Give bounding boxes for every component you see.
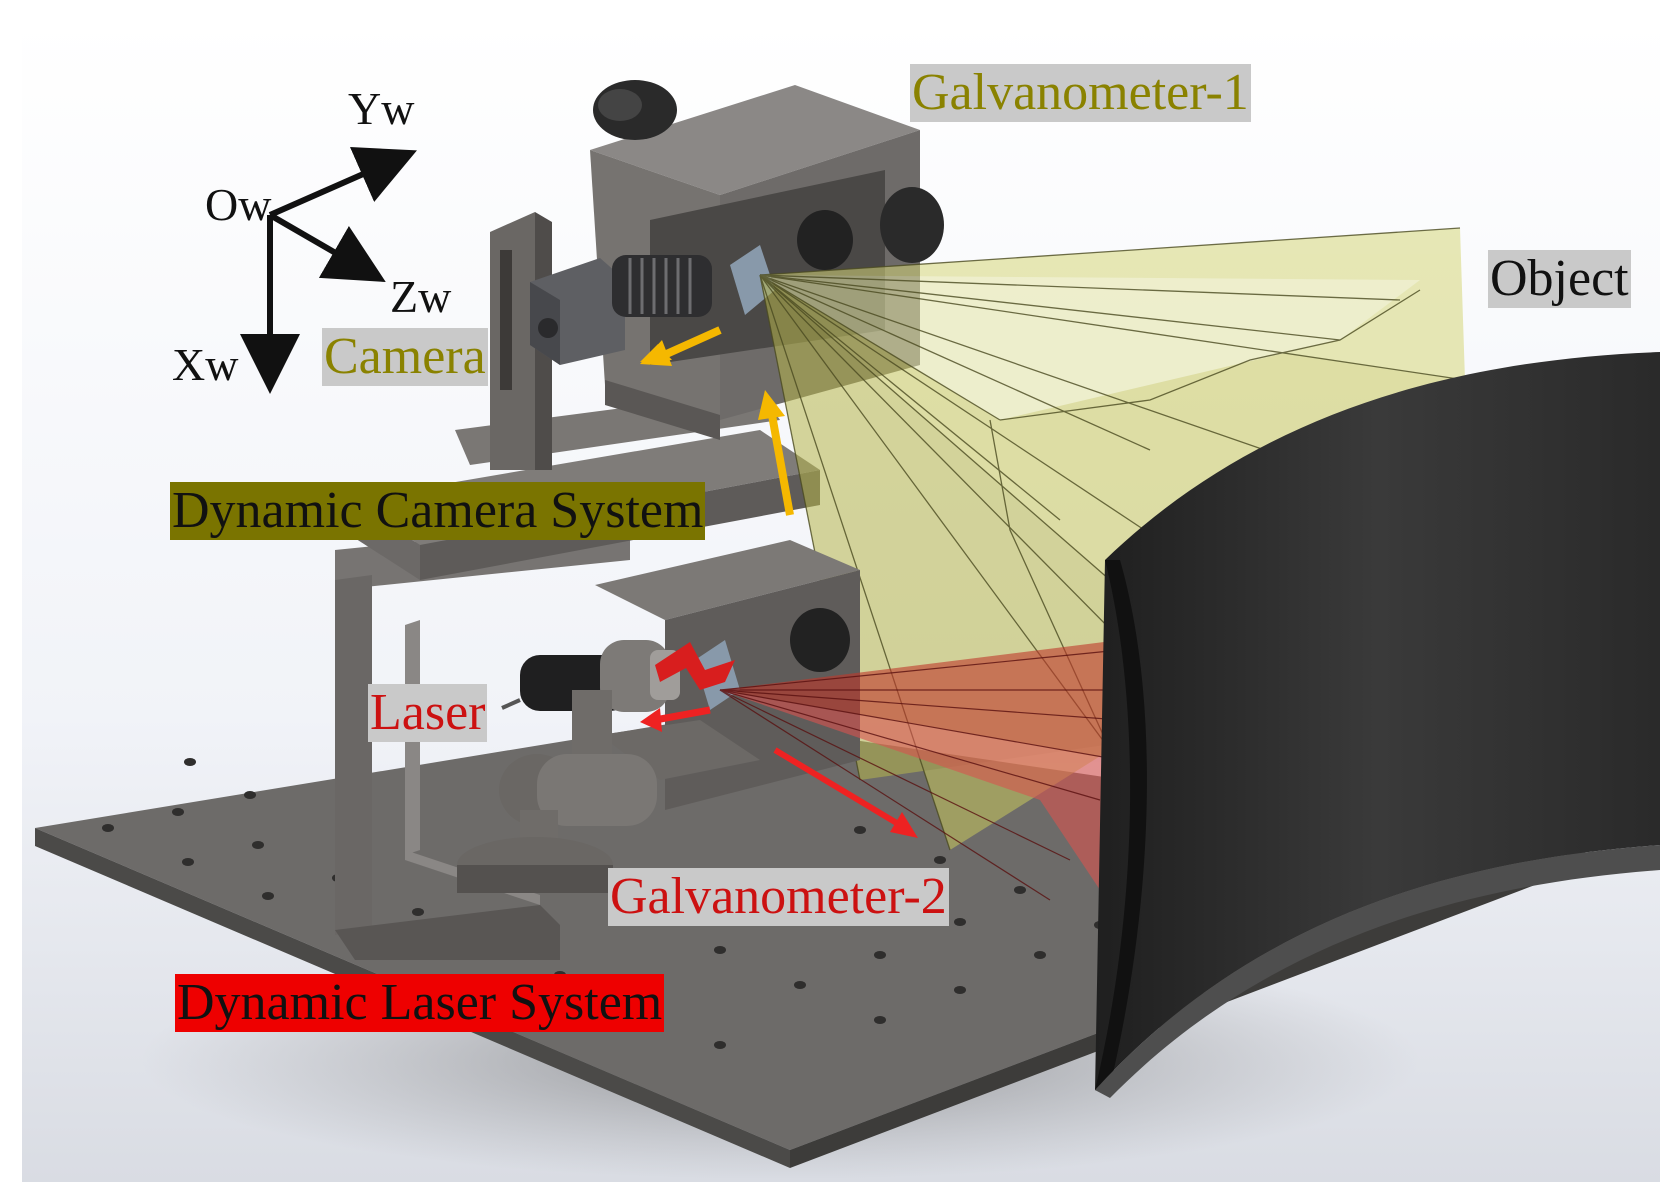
axis-label-y: Yw [348, 83, 415, 134]
laser-arrow-left-head [640, 708, 662, 732]
laser-arrows [640, 642, 918, 838]
camera-arrow-up-shaft [768, 414, 794, 516]
camera-arrows [640, 326, 794, 516]
axis-y [268, 147, 417, 218]
axis-label-origin: Ow [205, 179, 272, 230]
motor-2 [880, 187, 944, 263]
camera-body [530, 255, 712, 365]
camera-label: Camera [322, 328, 488, 386]
axis-label-x: Xw [172, 339, 239, 390]
laser-label: Laser [368, 684, 488, 742]
camera-arrow-left-shaft [660, 326, 722, 360]
laser-arrow-down-head [890, 812, 918, 838]
laser-arrow-left-shaft [654, 706, 711, 724]
dynamic-camera-system-label: Dynamic Camera System [170, 482, 706, 540]
laser-beam [720, 640, 1120, 920]
camera-arrow-left-head [640, 340, 672, 366]
axis-z [268, 212, 386, 283]
object-label: Object [1488, 250, 1631, 308]
dynamic-laser-system-label: Dynamic Laser System [175, 974, 665, 1032]
object-surface [1095, 352, 1660, 1098]
laser-arrow-down-shaft [773, 747, 902, 828]
laser-beam-lines [719, 649, 1121, 901]
laser-mirror-zigzag [655, 642, 735, 690]
galvanometer-2-label: Galvanometer-2 [608, 868, 949, 926]
laser-assembly [457, 640, 680, 893]
camera-arrow-up-head [758, 390, 785, 420]
galvanometer-1-label: Galvanometer-1 [910, 64, 1251, 122]
axis-label-z: Zw [390, 271, 452, 322]
world-axes [240, 147, 417, 394]
